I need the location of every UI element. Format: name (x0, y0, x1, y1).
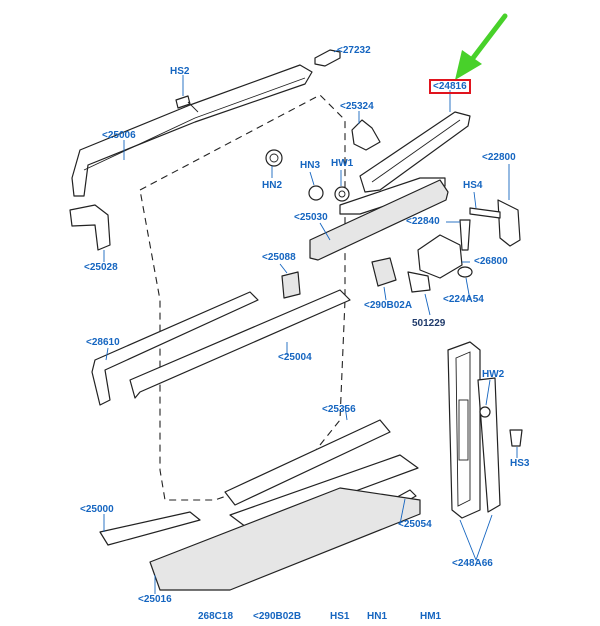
nut-hn2 (265, 149, 283, 167)
washer-hw1 (334, 186, 350, 202)
label-25054[interactable]: <25054 (398, 519, 432, 530)
carrier-25030 (309, 179, 449, 261)
seal-25004 (129, 289, 351, 399)
label-25000[interactable]: <25000 (80, 504, 114, 515)
label-25088[interactable]: <25088 (262, 252, 296, 263)
label-hs1[interactable]: HS1 (330, 611, 350, 622)
label-25006[interactable]: <25006 (102, 130, 136, 141)
bar-25000 (99, 511, 201, 546)
cap-224a54 (457, 266, 473, 278)
bracket-290b02a (371, 257, 397, 287)
label-hm1[interactable]: HM1 (420, 611, 442, 622)
screw-hs4 (469, 207, 501, 219)
nut-hn3 (308, 185, 324, 201)
lock-26800 (417, 234, 463, 279)
clip-27232 (314, 49, 341, 67)
label-hn2[interactable]: HN2 (262, 180, 283, 191)
washer-hw2 (479, 406, 491, 418)
label-25356[interactable]: <25356 (322, 404, 356, 415)
bracket-22800 (497, 199, 521, 247)
label-hs4[interactable]: HS4 (463, 180, 483, 191)
label-hn3[interactable]: HN3 (300, 160, 321, 171)
label-25028[interactable]: <25028 (84, 262, 118, 273)
pin-22840 (459, 219, 471, 251)
label-hs2[interactable]: HS2 (170, 66, 190, 77)
label-22800[interactable]: <22800 (482, 152, 516, 163)
screw-hs3 (509, 429, 523, 447)
label-22840[interactable]: <22840 (406, 216, 440, 227)
label-hw2[interactable]: HW2 (482, 369, 505, 380)
label-290b02b[interactable]: <290B02B (253, 611, 302, 622)
label-26800[interactable]: <26800 (474, 256, 508, 267)
label-25030[interactable]: <25030 (294, 212, 328, 223)
sill-25356 (224, 419, 391, 506)
pointer-arrow (455, 13, 508, 80)
label-hs3[interactable]: HS3 (510, 458, 530, 469)
retainer-25324 (351, 119, 381, 151)
seal-28610 (91, 291, 259, 406)
label-224a54[interactable]: <224A54 (443, 294, 484, 305)
label-248a66[interactable]: <248A66 (452, 558, 493, 569)
label-24816-highlighted[interactable]: <24816 (429, 79, 471, 94)
leader-lines (103, 49, 518, 594)
label-25324[interactable]: <25324 (340, 101, 374, 112)
pillar-248a66 (447, 341, 481, 519)
label-290b02a[interactable]: <290B02A (364, 300, 413, 311)
label-28610[interactable]: <28610 (86, 337, 120, 348)
label-hn1[interactable]: HN1 (367, 611, 388, 622)
pad-25088 (281, 271, 301, 299)
bolt-501229 (407, 271, 431, 293)
label-25004[interactable]: <25004 (278, 352, 312, 363)
label-268c18[interactable]: 268C18 (198, 611, 234, 622)
label-501229[interactable]: 501229 (412, 318, 446, 329)
screw-hs2 (175, 95, 199, 113)
hinge-25028 (69, 204, 111, 251)
step-25016 (149, 487, 421, 591)
label-27232[interactable]: <27232 (337, 45, 371, 56)
label-hw1[interactable]: HW1 (331, 158, 354, 169)
label-25016[interactable]: <25016 (138, 594, 172, 605)
